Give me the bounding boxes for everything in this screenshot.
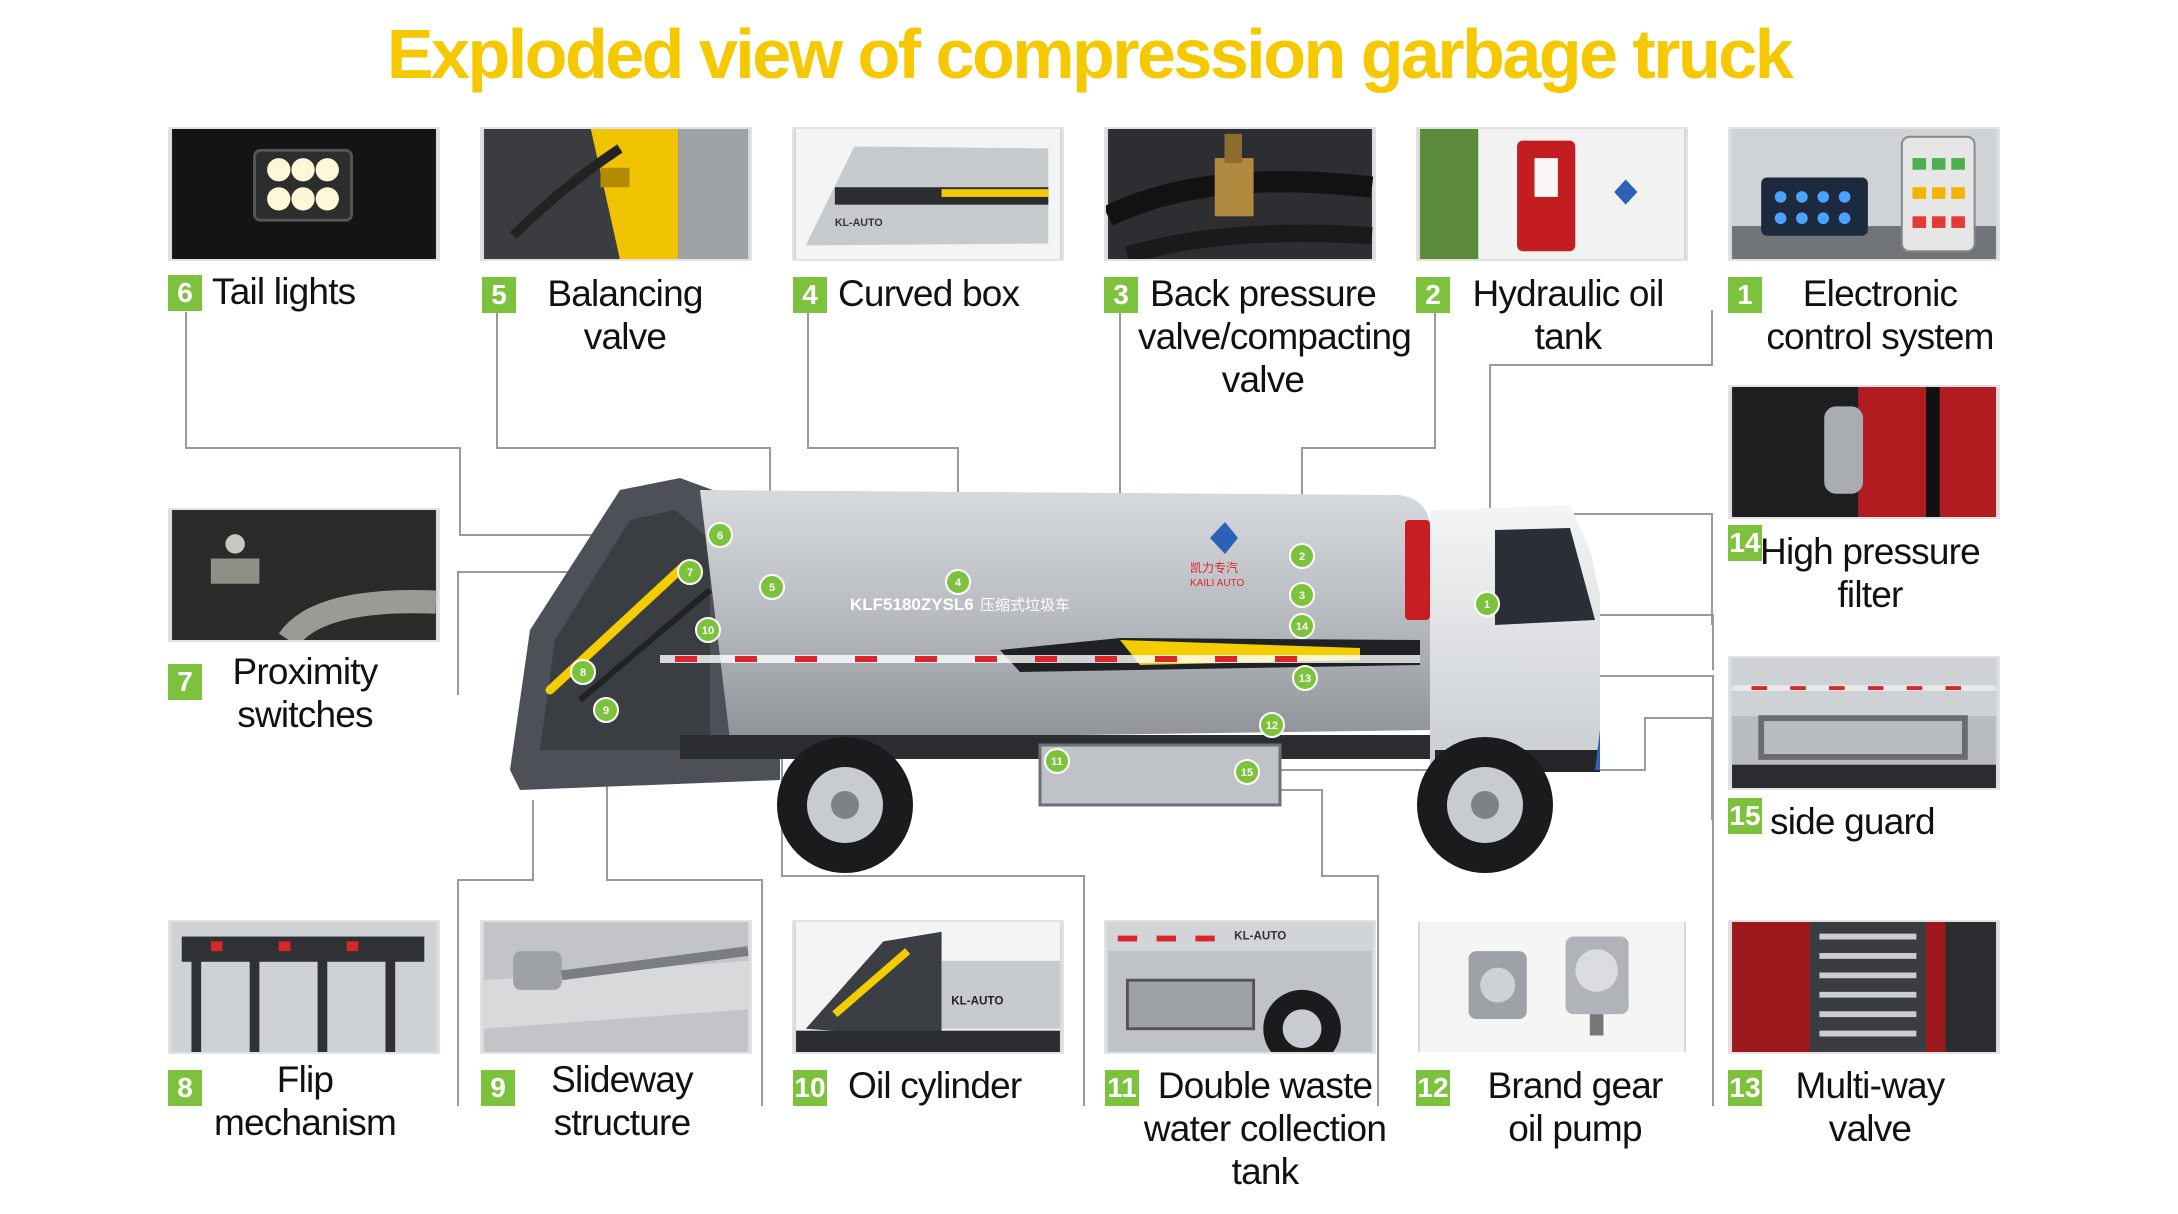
proximity-switch-photo: [168, 508, 440, 642]
badge-1: 1: [1728, 277, 1762, 313]
side-guard-photo: [1728, 656, 2000, 790]
badge-7: 7: [168, 664, 202, 700]
svg-text:8: 8: [580, 667, 586, 679]
truck-chinese-text: 压缩式垃圾车: [980, 596, 1070, 614]
marker-13: [1292, 665, 1318, 691]
label-proximity-switches: Proximity switches: [232, 651, 379, 735]
page-title: Exploded view of compression garbage tru…: [386, 15, 1794, 93]
marker-5: [759, 574, 785, 600]
curved-box-photo: KL-AUTO: [792, 127, 1064, 261]
svg-text:13: 13: [1299, 673, 1311, 685]
label-tail-lights: Tail lights: [212, 271, 356, 312]
label-electronic-control-system: Electronic control system: [1766, 273, 1994, 357]
tail-light-photo: [168, 127, 440, 261]
marker-11: [1044, 748, 1070, 774]
waste-tank-photo: KL-AUTO: [1104, 920, 1376, 1054]
badge-11: 11: [1105, 1070, 1139, 1106]
slideway-photo: [480, 920, 752, 1054]
svg-text:12: 12: [1266, 720, 1278, 732]
svg-text:6: 6: [717, 530, 723, 542]
badge-8: 8: [168, 1070, 202, 1106]
label-flip-mechanism: Flip mechanism: [214, 1059, 397, 1143]
svg-text:9: 9: [603, 705, 609, 717]
marker-15: [1234, 759, 1260, 785]
svg-text:10: 10: [702, 625, 714, 637]
svg-text:1: 1: [1484, 599, 1490, 611]
filter-photo: [1728, 385, 2000, 519]
badge-12: 12: [1416, 1070, 1450, 1106]
marker-8: [570, 659, 596, 685]
marker-9: [593, 697, 619, 723]
label-balancing-valve: Balancing valve: [547, 273, 703, 357]
svg-text:14: 14: [1296, 621, 1309, 633]
brand-sub: KAILI AUTO: [1190, 578, 1245, 589]
svg-text:15: 15: [1241, 767, 1253, 779]
rear-wheel: [777, 737, 913, 873]
marker-10: [695, 617, 721, 643]
balancing-valve-photo: [480, 127, 752, 261]
badge-13: 13: [1728, 1070, 1762, 1106]
marker-3: [1289, 582, 1315, 608]
svg-text:3: 3: [1299, 590, 1305, 602]
marker-7: [677, 559, 703, 585]
curved-box: [700, 490, 1430, 740]
svg-text:11: 11: [1051, 756, 1063, 768]
svg-text:5: 5: [769, 582, 775, 594]
svg-text:2: 2: [1299, 551, 1305, 563]
marker-14: [1289, 613, 1315, 639]
label-multi-way-valve: Multi-way valve: [1795, 1065, 1945, 1149]
svg-text:7: 7: [687, 567, 693, 579]
svg-text:KL-AUTO: KL-AUTO: [835, 217, 883, 229]
label-slideway-structure: Slideway structure: [551, 1059, 693, 1143]
front-wheel: [1417, 737, 1553, 873]
marker-12: [1259, 712, 1285, 738]
label-double-waste-water-tank: Double waste water collection tank: [1143, 1065, 1387, 1192]
badge-14: 14: [1728, 525, 1762, 561]
multiway-valve-photo: [1728, 920, 2000, 1054]
flip-mechanism-photo: [168, 920, 440, 1054]
badge-4: 4: [793, 277, 827, 313]
marker-1: [1474, 591, 1500, 617]
label-brand-gear-oil-pump: Brand gear oil pump: [1487, 1065, 1663, 1149]
badge-15: 15: [1728, 798, 1762, 834]
marker-2: [1289, 543, 1315, 569]
badge-3: 3: [1104, 277, 1138, 313]
label-oil-cylinder: Oil cylinder: [848, 1065, 1022, 1106]
svg-text:KL-AUTO: KL-AUTO: [951, 994, 1003, 1007]
badge-6: 6: [168, 275, 202, 311]
truck-model-text: KLF5180ZYSL6: [850, 595, 974, 614]
brand-logo: [1210, 522, 1238, 554]
label-hydraulic-oil-tank: Hydraulic oil tank: [1472, 273, 1664, 357]
gear-pump-photo: [1416, 920, 1688, 1054]
oil-cylinder-photo: KL-AUTO: [792, 920, 1064, 1054]
label-curved-box: Curved box: [838, 273, 1020, 314]
valve-photo: [1104, 127, 1376, 261]
svg-text:KL-AUTO: KL-AUTO: [1234, 929, 1286, 942]
badge-2: 2: [1416, 277, 1450, 313]
badge-9: 9: [481, 1070, 515, 1106]
marker-6: [707, 522, 733, 548]
label-side-guard: side guard: [1770, 801, 1936, 842]
svg-text:4: 4: [955, 577, 962, 589]
oil-tank-photo: [1416, 127, 1688, 261]
label-high-pressure-filter: High pressure filter: [1760, 531, 1981, 615]
badge-5: 5: [482, 277, 516, 313]
label-back-pressure-valve: Back pressure valve/compacting valve: [1138, 273, 1412, 400]
brand-text: 凯力专汽: [1190, 560, 1238, 575]
badge-10: 10: [793, 1070, 827, 1106]
garbage-truck-illustration: KLF5180ZYSL6 压缩式垃圾车 凯力专汽 KAILI AUTO 6 7 …: [510, 478, 1600, 873]
control-panel-photo: [1728, 127, 2000, 261]
marker-4: [945, 569, 971, 595]
